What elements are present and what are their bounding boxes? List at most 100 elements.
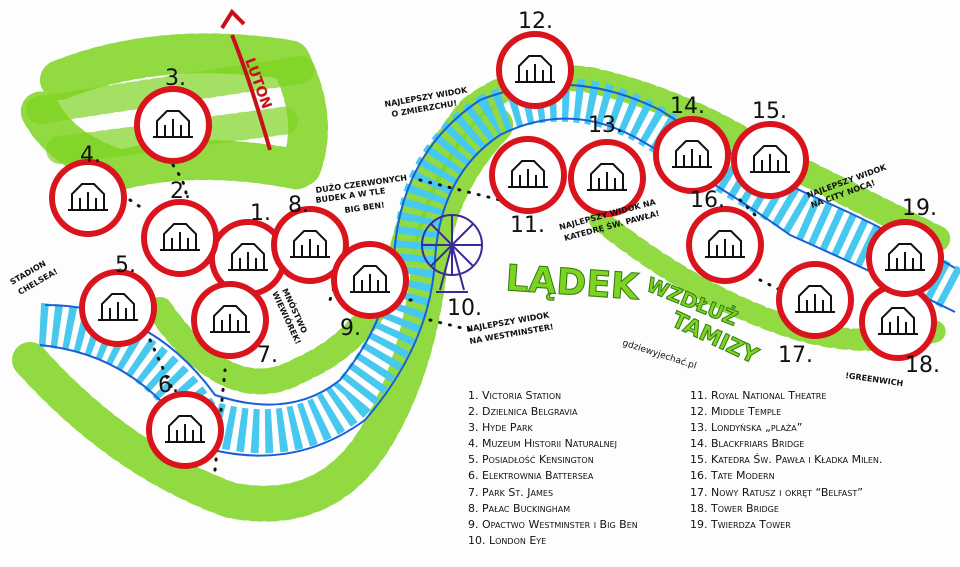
legend-item: 18. Tower Bridge: [690, 501, 882, 517]
legend-number: 18.: [690, 501, 708, 515]
legend-label: Nowy Ratusz i okręt “Belfast”: [711, 485, 863, 499]
legend-number: 13.: [690, 421, 708, 435]
legend-item: 15. Katedra Św. Pawła i Kładka Milen.: [690, 452, 882, 468]
landmark-number-2: 2.: [170, 179, 191, 204]
palace-icon: [98, 293, 138, 321]
landmark-numbers: 1.2.3.4.5.6.7.8.9.10.11.12.13.14.15.16.1…: [80, 9, 940, 398]
landmark-16[interactable]: [686, 206, 764, 284]
landmark-number-18: 18.: [905, 353, 940, 378]
landmark-number-16: 16.: [690, 188, 725, 213]
legend-number: 1.: [468, 389, 479, 402]
palace-icon: [290, 230, 330, 258]
legend-item: 2. Dzielnica Belgravia: [468, 404, 638, 420]
legend-number: 19.: [690, 517, 708, 531]
legend-label: Victoria Station: [482, 389, 562, 402]
landmark-number-15: 15.: [752, 99, 787, 124]
landmark-9[interactable]: [331, 241, 409, 319]
legend-label: Park St. James: [482, 485, 554, 499]
legend-label: Londyńska „plaża”: [711, 421, 803, 435]
landmark-13[interactable]: [568, 139, 646, 217]
landmark-4[interactable]: [49, 159, 127, 237]
legend-number: 7.: [468, 485, 479, 499]
legend-item: 17. Nowy Ratusz i okręt “Belfast”: [690, 485, 882, 501]
beach-icon: [587, 163, 627, 191]
dinosaur-icon: [68, 183, 108, 211]
legend-label: Blackfriars Bridge: [711, 437, 805, 451]
note-greenwich: !Greenwich: [845, 371, 904, 388]
landmark-number-9: 9.: [340, 316, 361, 341]
landmark-11[interactable]: [489, 136, 567, 214]
legend-number: 16.: [690, 469, 708, 483]
landmark-8[interactable]: [271, 206, 349, 284]
legend-number: 14.: [690, 437, 708, 451]
legend-item: 19. Twierdza Tower: [690, 517, 882, 533]
landmark-number-17: 17.: [778, 343, 813, 368]
landmark-14[interactable]: [653, 116, 731, 194]
legend-label: Opactwo Westminster i Big Ben: [482, 517, 638, 531]
legend-item: 5. Posiadłość Kensington: [468, 452, 638, 468]
legend-item: 16. Tate Modern: [690, 468, 882, 484]
london-eye-drawing: [421, 214, 483, 293]
city-hall-icon: [795, 285, 835, 313]
landmark-number-10: 10.: [447, 296, 482, 321]
legend-number: 5.: [468, 453, 479, 467]
landmark-number-4: 4.: [80, 143, 101, 168]
legend-number: 8.: [468, 501, 479, 515]
legend-number: 11.: [690, 389, 708, 402]
park-icon: [153, 110, 193, 138]
legend-item: 9. Opactwo Westminster i Big Ben: [468, 517, 638, 533]
title-line1: Lądek: [504, 258, 641, 308]
legend-item: 7. Park St. James: [468, 485, 638, 501]
chimney-icon: [705, 230, 745, 258]
landmark-18[interactable]: [859, 283, 937, 361]
landmark-3[interactable]: [134, 86, 212, 164]
legend-number: 17.: [690, 485, 708, 499]
landmark-19[interactable]: [866, 219, 944, 297]
landmark-number-7: 7.: [257, 343, 278, 368]
landmark-number-11: 11.: [510, 213, 545, 238]
legend-item: 13. Londyńska „plaża”: [690, 420, 882, 436]
legend-item: 11. Royal National Theatre: [690, 388, 882, 404]
legend-item: 1. Victoria Station: [468, 388, 638, 404]
legend-item: 3. Hyde Park: [468, 420, 638, 436]
landmark-number-1: 1.: [250, 201, 271, 226]
legend-label: Pałac Buckingham: [482, 501, 571, 515]
landmark-number-14: 14.: [670, 94, 705, 119]
legend-label: Twierdza Tower: [711, 517, 791, 531]
signature: gdziewyjechać.pl: [621, 337, 698, 371]
landmark-number-6: 6.: [158, 373, 179, 398]
note-budki-3: Big Ben!: [344, 200, 385, 215]
landmark-17[interactable]: [776, 261, 854, 339]
legend-number: 6.: [468, 469, 479, 483]
landmark-12[interactable]: [496, 31, 574, 109]
landmark-circles: [49, 31, 944, 469]
legend-label: Hyde Park: [482, 421, 533, 435]
landmark-5[interactable]: [79, 269, 157, 347]
legend-number: 4.: [468, 437, 479, 451]
legend-label: Posiadłość Kensington: [482, 453, 594, 467]
legend-number: 3.: [468, 421, 479, 435]
legend-number: 15.: [690, 453, 708, 467]
bus-icon: [228, 243, 268, 271]
legend-label: Middle Temple: [711, 405, 782, 419]
landmark-number-5: 5.: [115, 253, 136, 278]
landmark-2[interactable]: [141, 199, 219, 277]
landmark-7[interactable]: [191, 281, 269, 359]
legend-item: 8. Pałac Buckingham: [468, 501, 638, 517]
landmark-number-8: 8.: [288, 193, 309, 218]
legend-label: London Eye: [489, 533, 547, 547]
tower-bridge-icon: [878, 307, 918, 335]
houses-icon: [160, 223, 200, 251]
legend-label: Dzielnica Belgravia: [482, 405, 578, 419]
landmark-6[interactable]: [146, 391, 224, 469]
legend-item: 12. Middle Temple: [690, 404, 882, 420]
landmark-15[interactable]: [731, 121, 809, 199]
legend-label: Tower Bridge: [711, 501, 779, 515]
landmark-number-13: 13.: [588, 113, 623, 138]
legend-label: Royal National Theatre: [711, 389, 827, 402]
temple-icon: [515, 55, 555, 83]
bridge-icon: [672, 140, 712, 168]
